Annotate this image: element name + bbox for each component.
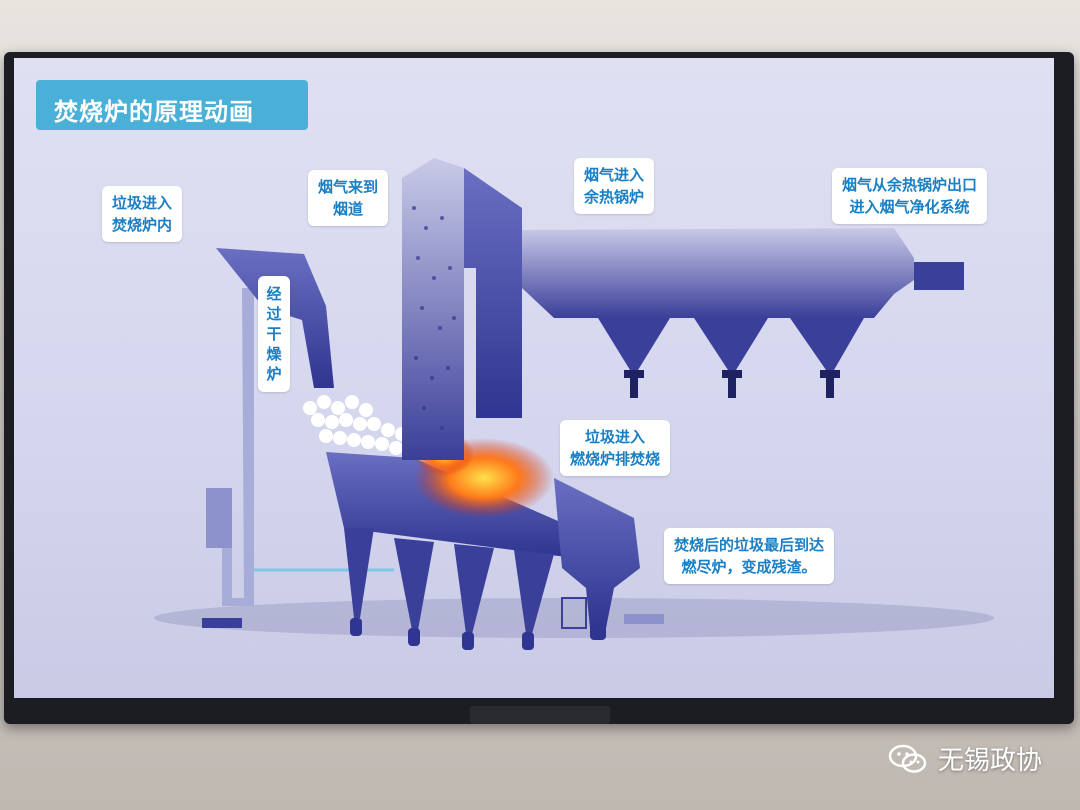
incinerator-diagram [154, 158, 994, 650]
hopper-outlets [350, 618, 534, 650]
presentation-screen: 焚烧炉的原理动画 垃圾进入焚烧炉内 经过干燥炉 烟气来到烟道 烟气进入余热锅炉 … [14, 58, 1054, 698]
conveyor-frame [561, 597, 587, 629]
boiler-outlet-pipe [914, 262, 964, 290]
page-title: 焚烧炉的原理动画 [54, 98, 254, 126]
label-garbage-in: 垃圾进入焚烧炉内 [102, 186, 183, 242]
fan-base [202, 618, 242, 628]
flue-stack [402, 158, 464, 460]
watermark-text: 无锡政协 [937, 746, 1042, 776]
wechat-icon [888, 744, 927, 773]
ground-shadow [154, 598, 994, 638]
boiler-valves [624, 370, 840, 398]
flue-particles [412, 206, 456, 430]
label-flue-gas-boiler: 烟气进入余热锅炉 [574, 158, 655, 214]
burnout-chute [554, 478, 640, 628]
watermark: 无锡政协 [888, 740, 1042, 777]
label-flue-gas-duct: 烟气来到烟道 [308, 170, 389, 226]
slag-outlet [590, 624, 606, 640]
feed-hopper [216, 248, 334, 388]
boiler-hoppers [598, 318, 864, 370]
slag-conveyor [624, 614, 664, 624]
tv-stand [470, 706, 610, 724]
air-duct [222, 288, 254, 606]
fan-unit [206, 488, 232, 548]
grate-hoppers [344, 528, 554, 634]
label-flue-gas-exit: 烟气从余热锅炉出口进入烟气净化系统 [832, 168, 988, 224]
label-burnout: 焚烧后的垃圾最后到达燃尽炉，变成残渣。 [664, 528, 835, 584]
waste-heat-boiler [522, 228, 914, 318]
dryer-pellets [303, 395, 417, 457]
title-banner [36, 80, 308, 130]
second-pass [464, 168, 522, 418]
label-dryer: 经过干燥炉 [258, 276, 290, 392]
label-grate-burn: 垃圾进入燃烧炉排焚烧 [560, 420, 671, 476]
